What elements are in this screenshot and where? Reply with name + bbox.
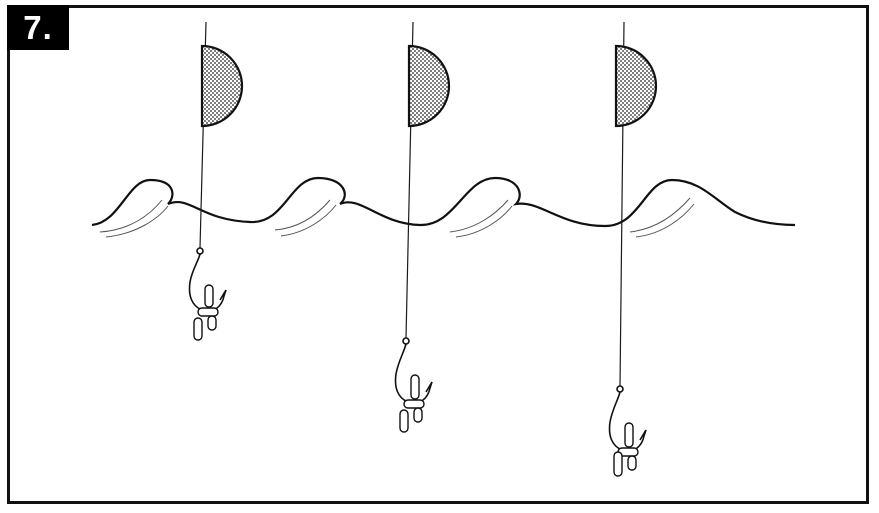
float-icon: [616, 46, 656, 126]
bait-worm-icon: [400, 375, 424, 432]
float-icon: [202, 46, 242, 126]
rig-2: [396, 22, 450, 432]
rig-1: [190, 22, 243, 340]
float-icon: [409, 46, 449, 126]
bait-worm-icon: [614, 423, 638, 476]
rig-3: [610, 22, 657, 476]
water-wave: [92, 178, 795, 226]
bait-worm-icon: [194, 285, 218, 340]
